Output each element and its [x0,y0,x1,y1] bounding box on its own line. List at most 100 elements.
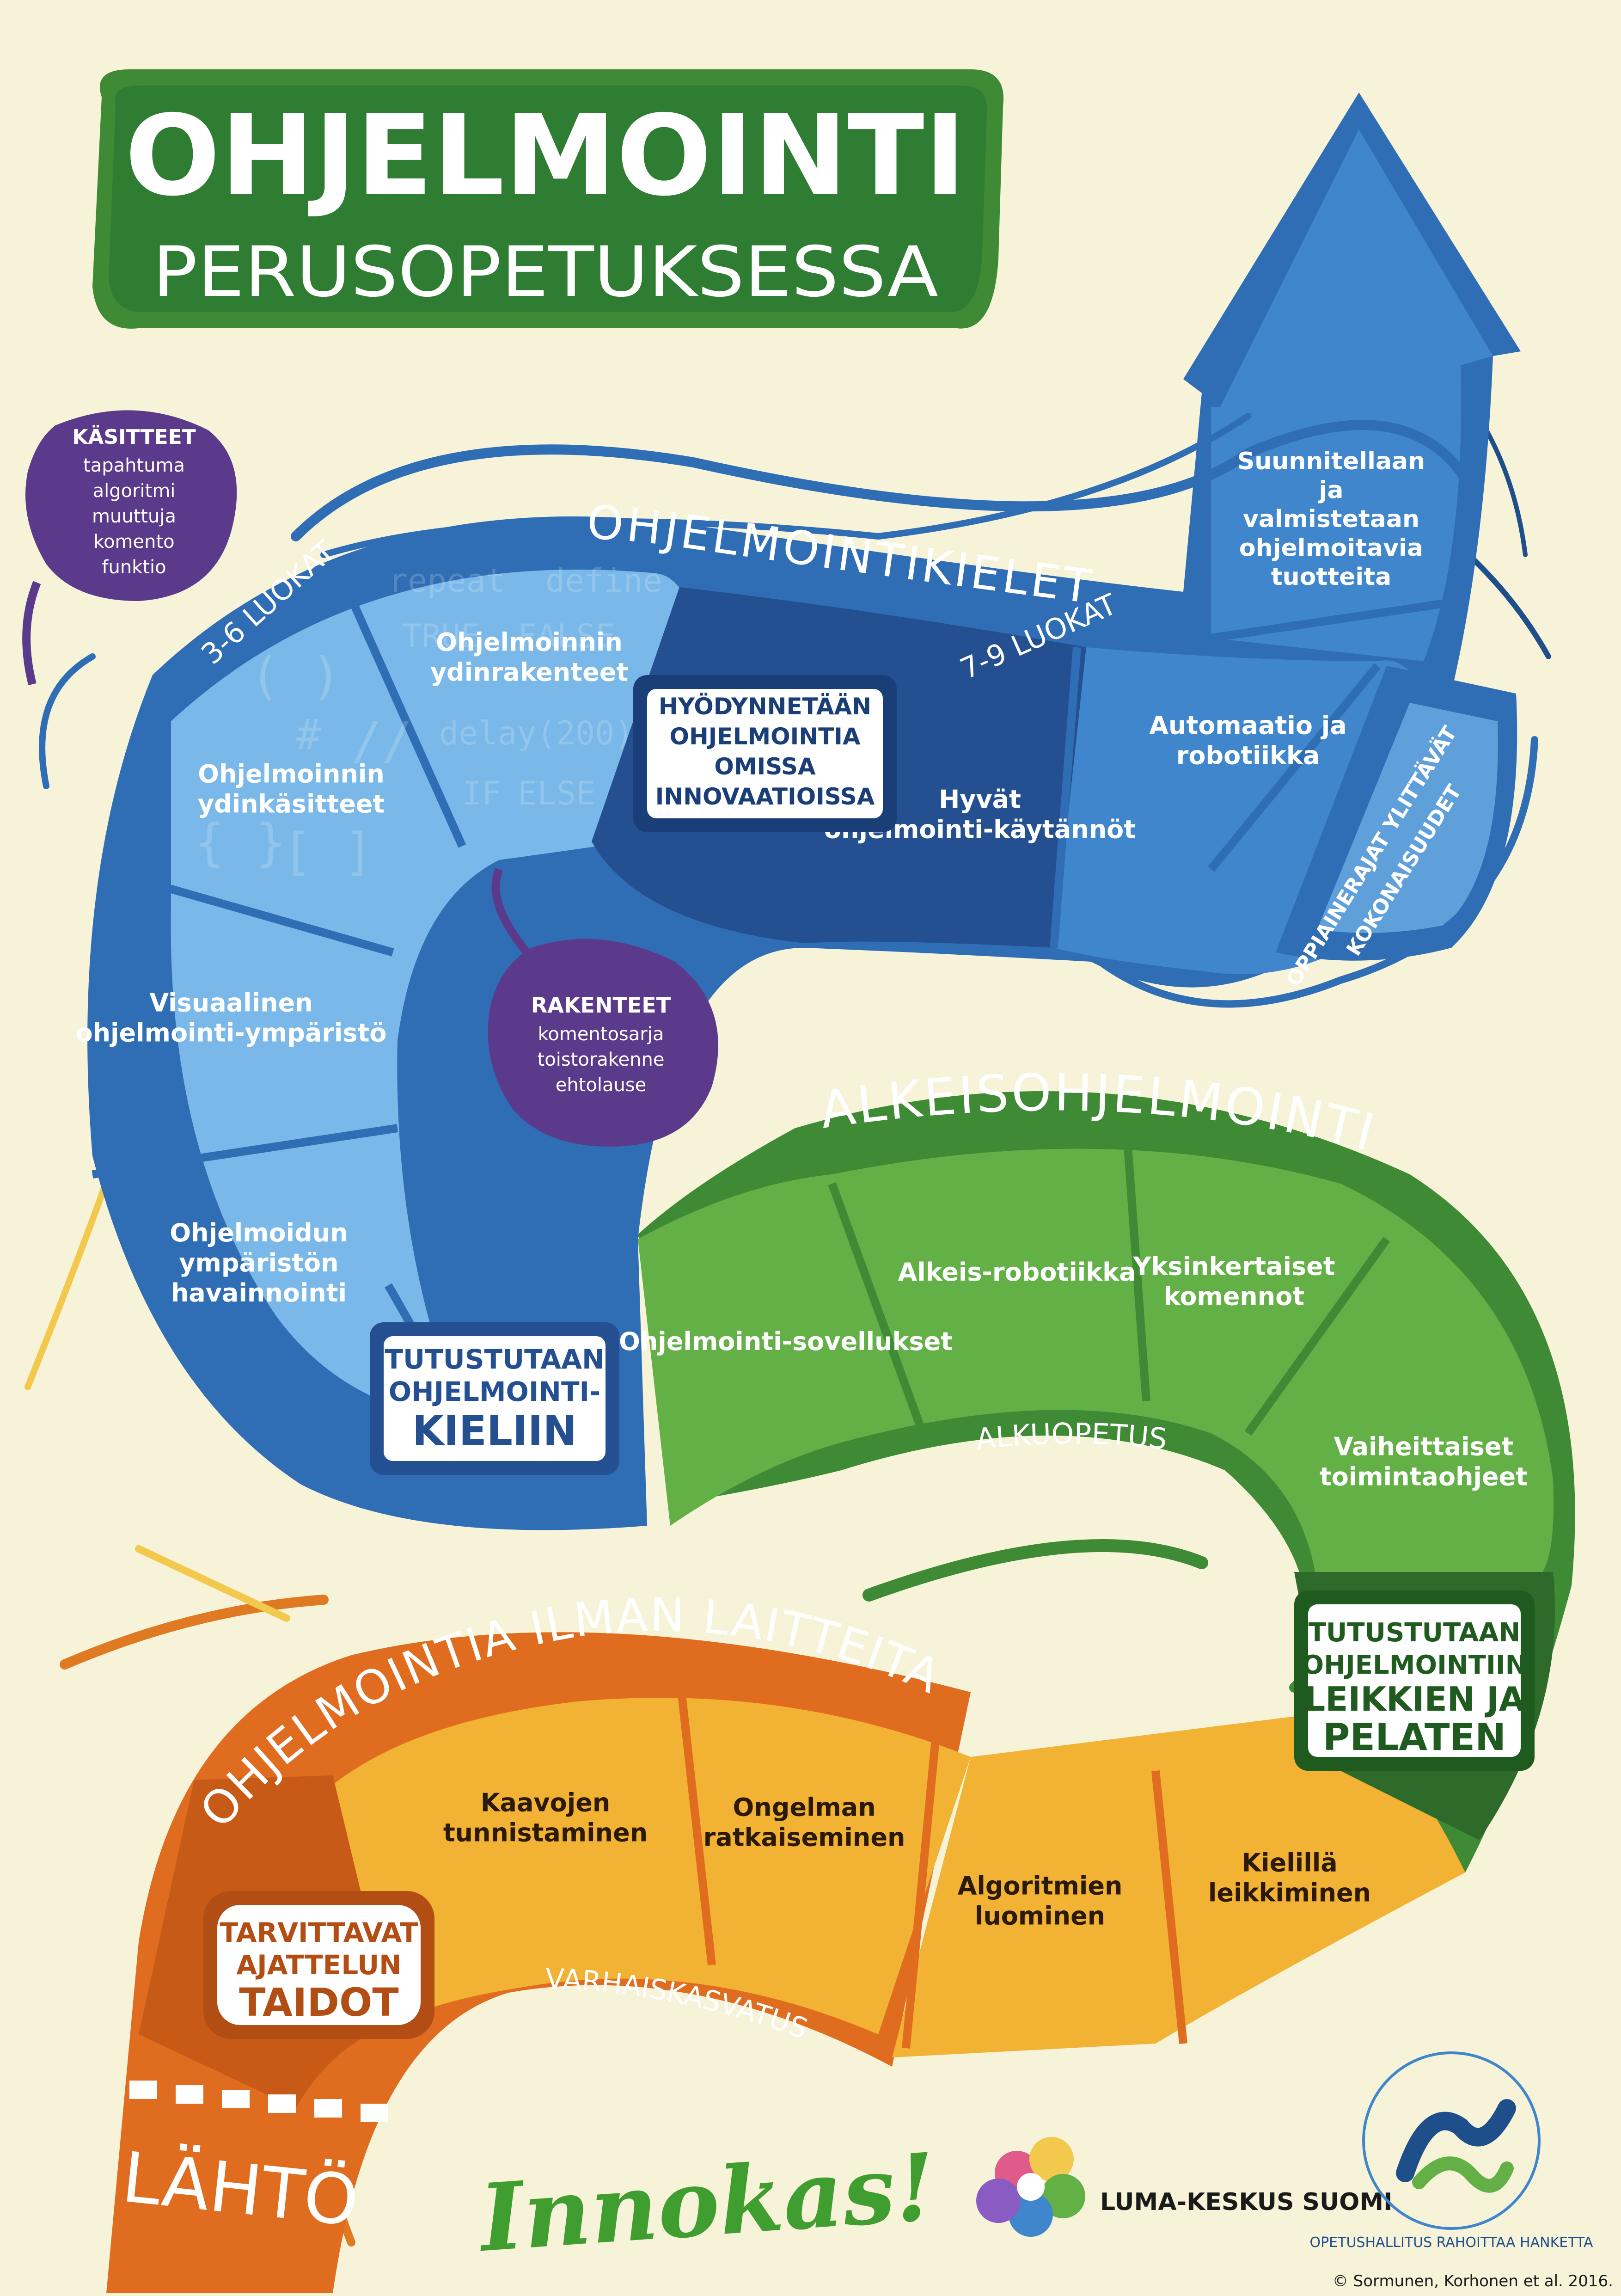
luma-logo-text: LUMA-KESKUS SUOMI [1100,2188,1392,2216]
badge-innov-line3: OMISSA [714,753,816,780]
code-ghost-words: repeat define TRUE FALSE delay(200) IF E… [194,562,662,881]
ghost-word: ELSE [518,774,596,812]
cell-line: Vaiheittaiset [1334,1432,1514,1461]
badge-innov-line2: OHJELMOINTIA [669,723,860,750]
cell-line: tuotteita [1271,563,1391,591]
badge-leikkien-line2: OHJELMOINTIIN [1302,1650,1527,1680]
ghost-word: ( ) [250,646,342,706]
rakenteet-item: ehtolause [556,1074,647,1096]
cell-line: Ohjelmointi-sovellukset [619,1327,953,1356]
kasitteet-item: funktio [102,557,166,578]
ghost-word: FALSE [518,617,615,655]
badge-kieliin-line1: TUTUSTUTAAN [385,1344,604,1375]
badge-taidot [203,1891,434,2039]
cell-line: toimintaohjeet [1320,1462,1528,1491]
ghost-word: delay(200) [439,714,634,752]
ghost-word: { } [194,813,286,872]
kasitteet-item: komento [93,531,174,553]
cell-line: Automaatio ja [1149,711,1346,740]
green-cell-labels: Ohjelmointi-sovellukset Alkeis-robotiikk… [619,1252,1528,1492]
ghost-word: // [351,711,412,770]
kasitteet-item: algoritmi [93,480,176,502]
cell-line: havainnointi [171,1278,347,1308]
cell-line: Visuaalinen [149,988,312,1018]
cell-line: Alkeis-robotiikka [898,1258,1136,1287]
kasitteet-title: KÄSITTEET [72,424,196,449]
cell-line: ydinrakenteet [430,657,628,687]
start-dashes [129,2081,388,2122]
cell-line: ohjelmoitavia [1239,534,1423,562]
alkuopetus-path: ALKUOPETUS [974,1417,1169,1456]
cell-sovellukset: Ohjelmointi-sovellukset [619,1327,953,1356]
ghost-word: TRUE [402,617,480,655]
cell-line: leikkiminen [1208,1878,1371,1907]
badge-leikkien-line3: LEIKKIEN JA [1304,1680,1525,1719]
cell-line: luominen [975,1901,1105,1930]
badge-kieliin [370,1322,619,1475]
cell-line: ohjelmointi-ympäristö [76,1018,387,1047]
ghost-word: define [545,562,662,600]
kasitteet-item: muuttuja [92,506,176,527]
title-plate [92,69,1004,329]
badge-leikkien-line4: PELATEN [1323,1716,1506,1759]
badge-taidot-line1: TARVITTAVAT [220,1917,418,1948]
cell-line: ympäristön [179,1248,338,1277]
rakenteet-item: toistorakenne [538,1049,665,1070]
ghost-word: IF [462,774,501,812]
cell-line: Yksinkertaiset [1132,1252,1335,1281]
orange-band [106,1632,1465,2293]
cell-line: Ongelman [733,1793,875,1822]
cell-line: Hyvät [939,785,1021,814]
badge-innov-line1: HYÖDYNNETÄÄN [659,693,871,720]
badge-leikkien-line1: TUTUSTUTAAN [1309,1618,1521,1648]
alkuopetus-label: ALKUOPETUS [974,1417,1169,1456]
badge-kieliin-line2: OHJELMOINTI- [389,1376,600,1407]
rakenteet-bubble [488,867,718,1147]
seal-text: OPETUSHALLITUS RAHOITTAA HANKETTA [1309,2235,1593,2251]
orange-cell-dividers [675,1673,1187,2049]
cell-line: Ohjelmoinnin [436,628,623,657]
ghost-word: # [296,711,321,759]
cell-line: Ohjelmoidun [170,1218,348,1247]
luma-logo-icon [976,2137,1085,2237]
blue-cords [39,413,1538,1008]
kasitteet-bubble [22,410,237,686]
kasitteet-item: tapahtuma [83,455,185,476]
cell-line: robotiikka [1176,741,1320,770]
cell-line: Suunnitellaan [1237,448,1425,475]
cell-line: ydinkäsitteet [198,789,385,818]
cell-line: Kielillä [1242,1848,1337,1878]
cell-line: Algoritmien [958,1872,1123,1901]
green-cell-dividers [828,1146,1390,1440]
cell-line: valmistetaan [1243,505,1419,533]
cell-line: tunnistaminen [443,1818,648,1847]
badge-innov-line4: INNOVAATIOISSA [655,783,875,810]
badge-innovaatioissa [633,675,897,832]
badge-taidot-line3: TAIDOT [239,1980,398,2025]
badge-taidot-line2: AJATTELUN [236,1949,401,1981]
cell-line: ja [1318,477,1344,504]
ghost-word: repeat [388,562,505,600]
cell-line: Kaavojen [481,1788,611,1817]
cell-line: komennot [1164,1282,1304,1311]
cell-alkeisrobotiikka: Alkeis-robotiikka [898,1258,1136,1287]
rakenteet-title: RAKENTEET [531,993,671,1018]
ghost-word: [ ] [282,822,374,881]
cell-line: ratkaiseminen [703,1823,905,1852]
cell-line: Ohjelmoinnin [198,760,385,789]
title-line2: PERUSOPETUKSESSA [153,232,938,313]
